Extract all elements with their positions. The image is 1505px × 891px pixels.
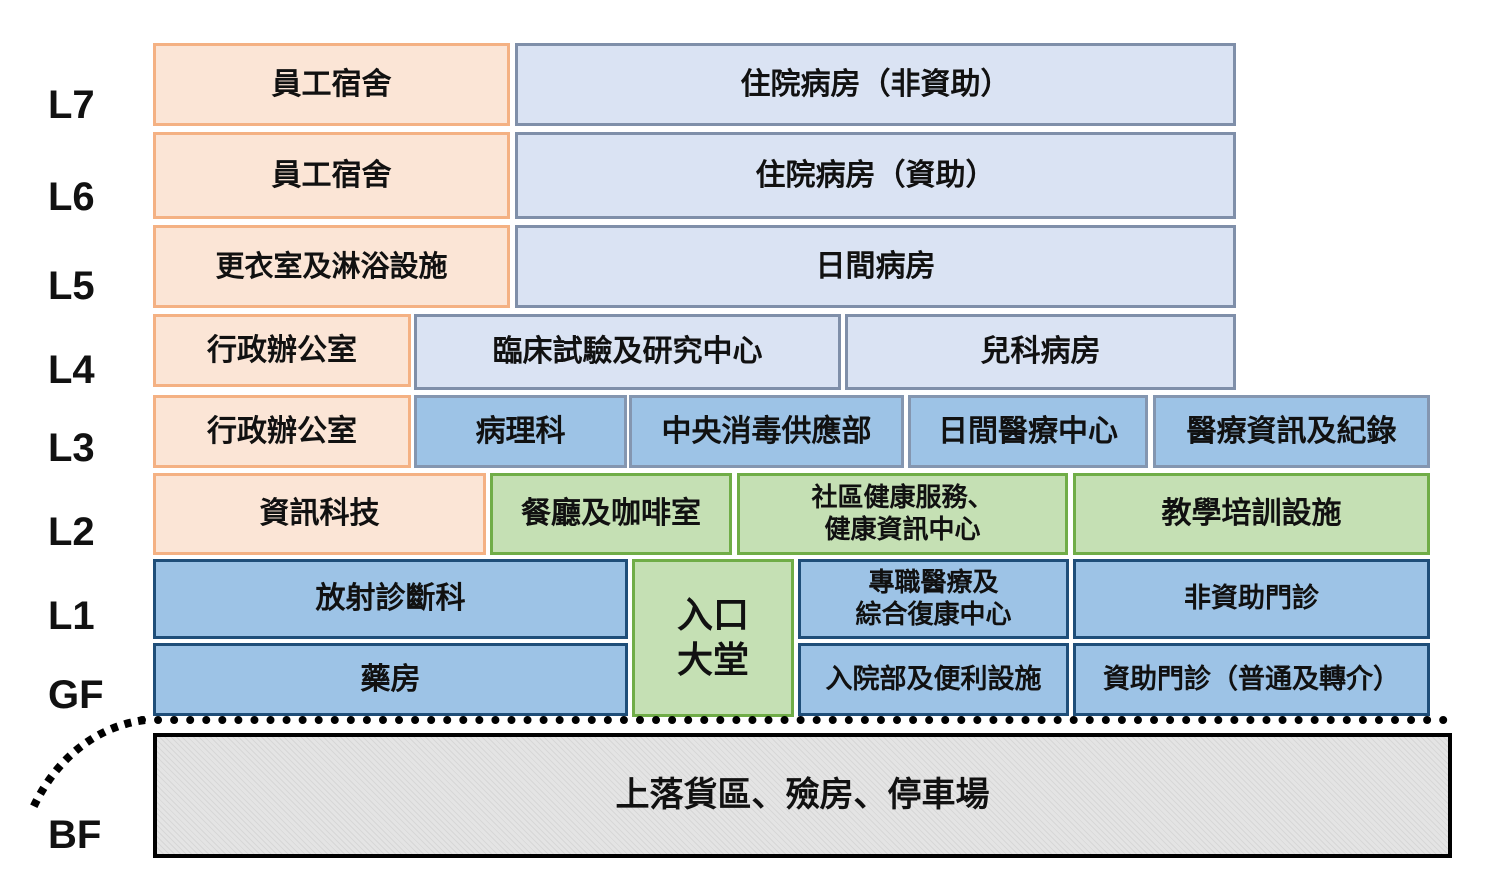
floor-label-l4: L4 bbox=[48, 348, 95, 392]
l4-clinical-research-centre: 臨床試驗及研究中心 bbox=[414, 314, 841, 390]
l3-day-medical-centre: 日間醫療中心 bbox=[908, 395, 1148, 468]
gf-pharmacy: 藥房 bbox=[153, 643, 628, 716]
floor-label-l5: L5 bbox=[48, 264, 95, 308]
l4-paediatric-ward: 兒科病房 bbox=[845, 314, 1236, 390]
entrance-lobby: 入口 大堂 bbox=[632, 559, 794, 717]
l1-private-clinic: 非資助門診 bbox=[1073, 559, 1430, 639]
l3-pathology: 病理科 bbox=[414, 395, 627, 468]
l6-staff-quarters: 員工宿舍 bbox=[153, 132, 510, 219]
ground-level-line bbox=[138, 716, 1448, 724]
floor-label-l3: L3 bbox=[48, 426, 95, 470]
floor-label-l1: L1 bbox=[48, 594, 95, 638]
gf-public-clinic: 資助門診（普通及轉介） bbox=[1073, 643, 1430, 716]
l5-day-ward: 日間病房 bbox=[515, 225, 1236, 308]
l7-staff-quarters: 員工宿舍 bbox=[153, 43, 510, 126]
gf-admission-amenities: 入院部及便利設施 bbox=[798, 643, 1069, 716]
floor-label-l2: L2 bbox=[48, 510, 95, 554]
l3-cssd: 中央消毒供應部 bbox=[629, 395, 904, 468]
l7-ward-private: 住院病房（非資助） bbox=[515, 43, 1236, 126]
ground-slope-line bbox=[29, 716, 146, 810]
l3-health-info-records: 醫療資訊及紀錄 bbox=[1153, 395, 1430, 468]
l5-changing-shower: 更衣室及淋浴設施 bbox=[153, 225, 510, 308]
l3-admin-office: 行政辦公室 bbox=[153, 395, 411, 468]
floor-label-l6: L6 bbox=[48, 175, 95, 219]
l2-teaching-training: 教學培訓設施 bbox=[1073, 473, 1430, 555]
floor-label-l7: L7 bbox=[48, 83, 95, 127]
l2-information-technology: 資訊科技 bbox=[153, 473, 486, 555]
l6-ward-subsidised: 住院病房（資助） bbox=[515, 132, 1236, 219]
floor-label-gf: GF bbox=[48, 673, 104, 717]
l4-admin-office: 行政辦公室 bbox=[153, 314, 411, 387]
l1-allied-health-rehab: 專職醫療及 綜合復康中心 bbox=[798, 559, 1069, 639]
l1-radiology: 放射診斷科 bbox=[153, 559, 628, 639]
floor-label-bf: BF bbox=[48, 813, 102, 857]
l2-community-health-services: 社區健康服務、 健康資訊中心 bbox=[737, 473, 1068, 555]
l2-restaurant-cafe: 餐廳及咖啡室 bbox=[490, 473, 732, 555]
bf-loading-mortuary-parking: 上落貨區、殮房、停車場 bbox=[153, 733, 1452, 858]
